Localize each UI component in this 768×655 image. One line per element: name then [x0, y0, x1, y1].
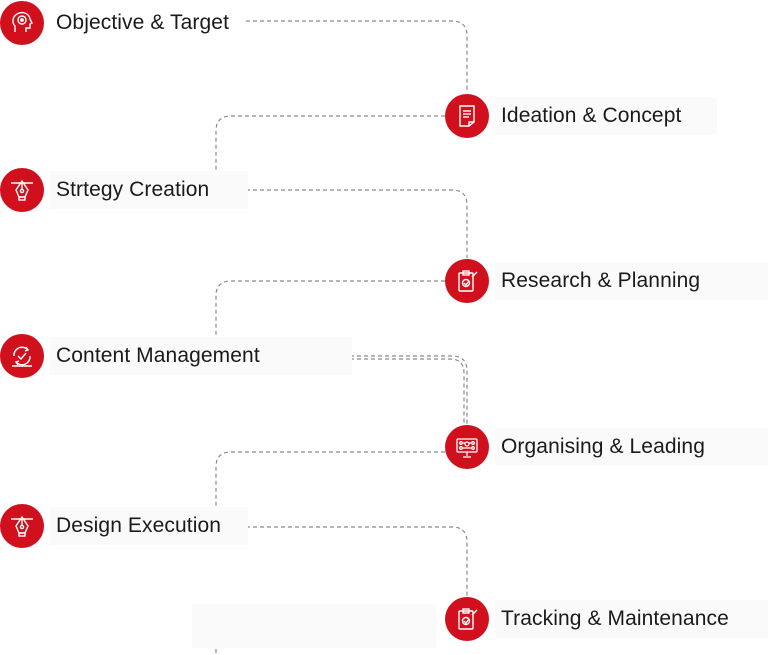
step-organising-leading: Organising & Leading [445, 424, 768, 470]
step-ideation-concept: Ideation & Concept [445, 93, 717, 139]
label-box: Organising & Leading [495, 428, 768, 466]
pen-tool-icon [0, 168, 44, 212]
empty-label-box [192, 604, 436, 648]
pen-tool-icon [0, 504, 44, 548]
step-strategy-creation: Strtegy Creation [0, 167, 248, 213]
step-research-planning: Research & Planning [445, 258, 768, 304]
clipboard-icon [445, 259, 489, 303]
label-box: Content Management [50, 337, 352, 375]
clipboard-icon [445, 597, 489, 641]
step-content-management: Content Management [0, 333, 352, 379]
network-board-icon [445, 425, 489, 469]
target-head-icon [0, 1, 44, 45]
label-box: Research & Planning [495, 262, 768, 300]
step-label: Research & Planning [501, 269, 701, 292]
step-label: Objective & Target [56, 11, 229, 34]
step-label: Design Execution [56, 514, 222, 537]
label-box: Ideation & Concept [495, 97, 717, 135]
document-icon [445, 94, 489, 138]
step-label: Content Management [56, 344, 260, 367]
cycle-check-icon [0, 334, 44, 378]
step-objective-target: Objective & Target [0, 0, 241, 46]
label-box: Strtegy Creation [50, 171, 248, 209]
label-box: Tracking & Maintenance [495, 600, 768, 638]
step-tracking-maintenance: Tracking & Maintenance [445, 596, 768, 642]
step-label: Ideation & Concept [501, 104, 682, 127]
step-label: Organising & Leading [501, 435, 705, 458]
step-design-execution: Design Execution [0, 503, 248, 549]
label-box: Objective & Target [50, 4, 241, 42]
step-label: Strtegy Creation [56, 178, 210, 201]
step-label: Tracking & Maintenance [501, 607, 729, 630]
label-box: Design Execution [50, 507, 248, 545]
